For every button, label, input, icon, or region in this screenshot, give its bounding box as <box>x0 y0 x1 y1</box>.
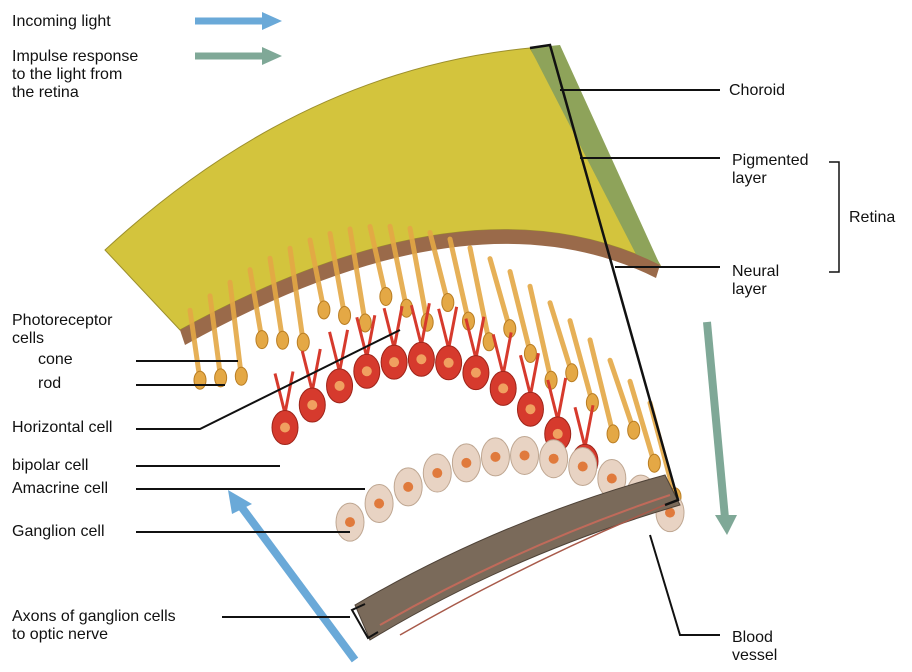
bipolar-cell-nucleus <box>280 422 290 432</box>
photoreceptor-nucleus <box>648 454 660 472</box>
photoreceptor-nucleus <box>235 367 247 385</box>
photoreceptor-nucleus <box>339 306 351 324</box>
bipolar-cell-nucleus <box>362 366 372 376</box>
photoreceptor-nucleus <box>318 301 330 319</box>
incoming-light-arrowhead-icon <box>262 12 282 30</box>
photoreceptor-nucleus <box>524 345 536 363</box>
photoreceptor-nucleus <box>628 421 640 439</box>
label-rod: rod <box>38 375 61 393</box>
bipolar-dendrite <box>575 405 593 447</box>
bipolar-dendrite <box>411 303 429 345</box>
leader-blood-vessel <box>650 535 720 635</box>
photoreceptor <box>450 239 468 321</box>
ganglion-cell-nucleus <box>374 499 384 509</box>
label-bipolar-cell: bipolar cell <box>12 457 88 475</box>
photoreceptor-nucleus <box>277 331 289 349</box>
bipolar-cell-nucleus <box>525 404 535 414</box>
legend-impulse-response: Impulse response to the light from the r… <box>12 48 138 102</box>
label-retina: Retina <box>849 209 895 227</box>
label-choroid: Choroid <box>729 82 785 100</box>
ganglion-cell-nucleus <box>345 517 355 527</box>
bipolar-dendrite <box>384 306 402 348</box>
ganglion-cell-nucleus <box>403 482 413 492</box>
bipolar-dendrite <box>330 330 348 372</box>
bipolar-cell-nucleus <box>553 429 563 439</box>
photoreceptor-nucleus <box>442 294 454 312</box>
ganglion-cell-nucleus <box>461 458 471 468</box>
photoreceptor <box>550 303 572 373</box>
label-blood-vessel: Blood vessel <box>732 629 777 665</box>
ganglion-cell-nucleus <box>607 474 617 484</box>
bipolar-cell-nucleus <box>471 368 481 378</box>
retina-bracket <box>829 162 839 272</box>
ganglion-cell-nucleus <box>520 450 530 460</box>
photoreceptor-nucleus <box>297 333 309 351</box>
bipolar-dendrite <box>493 332 511 374</box>
photoreceptor-nucleus <box>256 331 268 349</box>
photoreceptor-nucleus <box>607 425 619 443</box>
label-cone: cone <box>38 351 73 369</box>
bipolar-cell-nucleus <box>307 400 317 410</box>
bipolar-dendrite <box>439 307 457 349</box>
photoreceptor <box>610 360 634 430</box>
photoreceptor-nucleus <box>566 364 578 382</box>
bipolar-dendrite <box>275 371 293 413</box>
photoreceptor-nucleus <box>380 288 392 306</box>
ganglion-cell-nucleus <box>432 468 442 478</box>
ganglion-cell-nucleus <box>549 454 559 464</box>
label-horizontal-cell: Horizontal cell <box>12 419 112 437</box>
photoreceptor <box>530 286 551 380</box>
label-pigmented-layer: Pigmented layer <box>732 152 809 188</box>
label-amacrine-cell: Amacrine cell <box>12 480 108 498</box>
label-ganglion-cell: Ganglion cell <box>12 523 105 541</box>
bipolar-cell-nucleus <box>335 381 345 391</box>
label-photoreceptor-cells: Photoreceptor cells <box>12 312 113 348</box>
bipolar-cell-nucleus <box>389 357 399 367</box>
impulse-arrowhead-icon <box>262 47 282 65</box>
impulse-large-arrowhead-icon <box>715 515 737 535</box>
bipolar-cell-nucleus <box>498 383 508 393</box>
bipolar-cell-nucleus <box>416 354 426 364</box>
bipolar-cell-nucleus <box>444 358 454 368</box>
photoreceptor <box>570 321 592 403</box>
impulse-large-arrow-icon <box>707 322 725 518</box>
legend-incoming-light: Incoming light <box>12 13 111 31</box>
photoreceptor <box>490 259 510 329</box>
ganglion-cell-nucleus <box>578 462 588 472</box>
ganglion-cell-nucleus <box>490 452 500 462</box>
photoreceptor-nucleus <box>194 371 206 389</box>
photoreceptor <box>590 340 613 434</box>
label-axons-of-ganglion-cells: Axons of ganglion cells to optic nerve <box>12 608 176 644</box>
photoreceptor <box>510 272 530 354</box>
label-neural-layer: Neural layer <box>732 263 779 299</box>
